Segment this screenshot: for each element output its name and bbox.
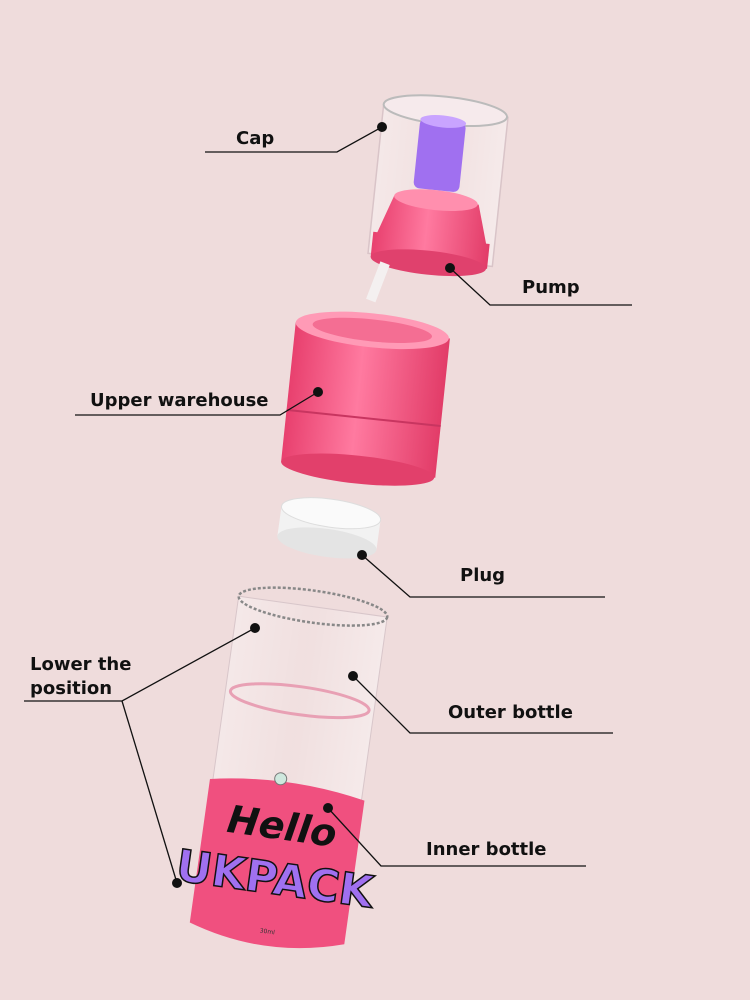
inner-bottle-label: [189, 778, 365, 949]
pump-actuator: [413, 118, 466, 192]
label-pump: Pump: [522, 277, 580, 298]
dip-tube: [366, 261, 390, 303]
bottle: Hello UKPACK 30ml: [172, 586, 389, 949]
label-lower-position-1: Lower the: [30, 654, 132, 675]
label-upper-warehouse: Upper warehouse: [90, 390, 269, 411]
outer-bottle-rim: [237, 586, 389, 627]
label-plug: Plug: [460, 565, 506, 586]
label-outer-bottle: Outer bottle: [448, 702, 573, 723]
upper-warehouse: [281, 311, 450, 486]
leader-dots: [172, 122, 455, 888]
cap-and-pump: [366, 94, 509, 303]
leader-lines: [24, 126, 632, 884]
label-inner-bottle: Inner bottle: [426, 839, 547, 860]
plug: [277, 497, 382, 559]
label-lower-position-2: position: [30, 678, 113, 699]
label-cap: Cap: [236, 128, 275, 149]
volume-text: 30ml: [259, 927, 275, 936]
